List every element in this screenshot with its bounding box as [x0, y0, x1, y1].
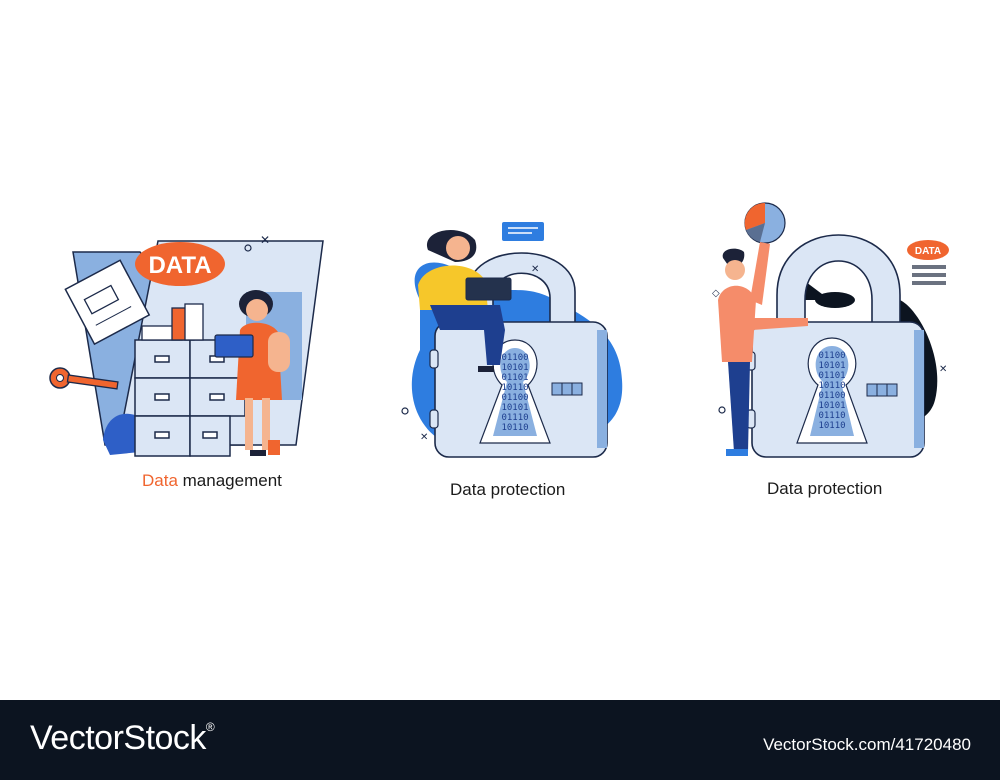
caption-data-protection-2: Data protection [767, 479, 883, 498]
lock-indicator [551, 382, 583, 396]
code-card [502, 222, 544, 241]
pie-chart-object [744, 202, 786, 244]
svg-text:10101: 10101 [501, 363, 528, 373]
illustration-canvas: DATA ✕ [49, 202, 949, 499]
svg-text:10110: 10110 [501, 383, 528, 393]
data-badge-2: DATA [907, 240, 949, 285]
caption-accent-word: Data [142, 471, 178, 490]
svg-text:✕: ✕ [260, 233, 270, 247]
padlock-shackle-2 [776, 234, 901, 331]
svg-text:10110: 10110 [501, 423, 528, 433]
registered-mark: ® [205, 719, 215, 734]
svg-text:01100: 01100 [818, 351, 845, 361]
scene-data-protection-man: 01100 10101 01101 10110 01100 10101 0111… [712, 202, 949, 458]
caption-data-protection-1: Data protection [450, 480, 566, 499]
keyhole-binary-2: 01100 10101 01101 10110 01100 10101 0111… [818, 351, 845, 431]
svg-text:01110: 01110 [818, 411, 845, 421]
svg-text:01101: 01101 [501, 373, 528, 383]
watermark-footer: VectorStock® VectorStock.com/41720480 [0, 700, 1000, 780]
man-holding-pie-chart [718, 242, 808, 456]
data-badge-text: DATA [148, 252, 211, 279]
svg-text:01110: 01110 [501, 413, 528, 423]
stacked-papers [141, 303, 204, 341]
data-badge: DATA [135, 242, 225, 286]
brand-name: VectorStock [30, 719, 206, 757]
svg-text:01100: 01100 [501, 353, 528, 363]
keyhole-binary: 01100 10101 01101 10110 01100 10101 0111… [501, 353, 528, 433]
svg-text:✕: ✕ [420, 432, 428, 443]
scene-data-protection-woman: 01100 10101 01101 10110 01100 10101 0111… [401, 222, 623, 458]
svg-text:✕: ✕ [939, 364, 947, 375]
svg-text:01100: 01100 [818, 391, 845, 401]
document-sheet [64, 259, 151, 346]
scene-data-management: DATA ✕ [49, 233, 324, 457]
caption-data-management: Data management [142, 471, 282, 491]
svg-text:10101: 10101 [818, 361, 845, 371]
illustration-artwork: DATA ✕ [49, 202, 949, 458]
data-badge-2-text: DATA [915, 246, 941, 257]
woman-with-laptop [214, 290, 290, 456]
svg-text:◇: ◇ [712, 288, 720, 299]
svg-text:01101: 01101 [818, 371, 845, 381]
svg-text:10101: 10101 [501, 403, 528, 413]
svg-text:10101: 10101 [818, 401, 845, 411]
image-url-text: VectorStock.com/41720480 [763, 735, 971, 754]
key-object [49, 367, 119, 390]
svg-text:01100: 01100 [501, 393, 528, 403]
caption-rest: management [177, 471, 282, 490]
vectorstock-logo: VectorStock® [30, 719, 215, 758]
svg-text:✕: ✕ [531, 264, 539, 275]
lock-indicator-2 [866, 383, 898, 397]
svg-text:10110: 10110 [818, 421, 845, 431]
woman-sitting-with-laptop [418, 229, 512, 372]
svg-text:10110: 10110 [818, 381, 845, 391]
